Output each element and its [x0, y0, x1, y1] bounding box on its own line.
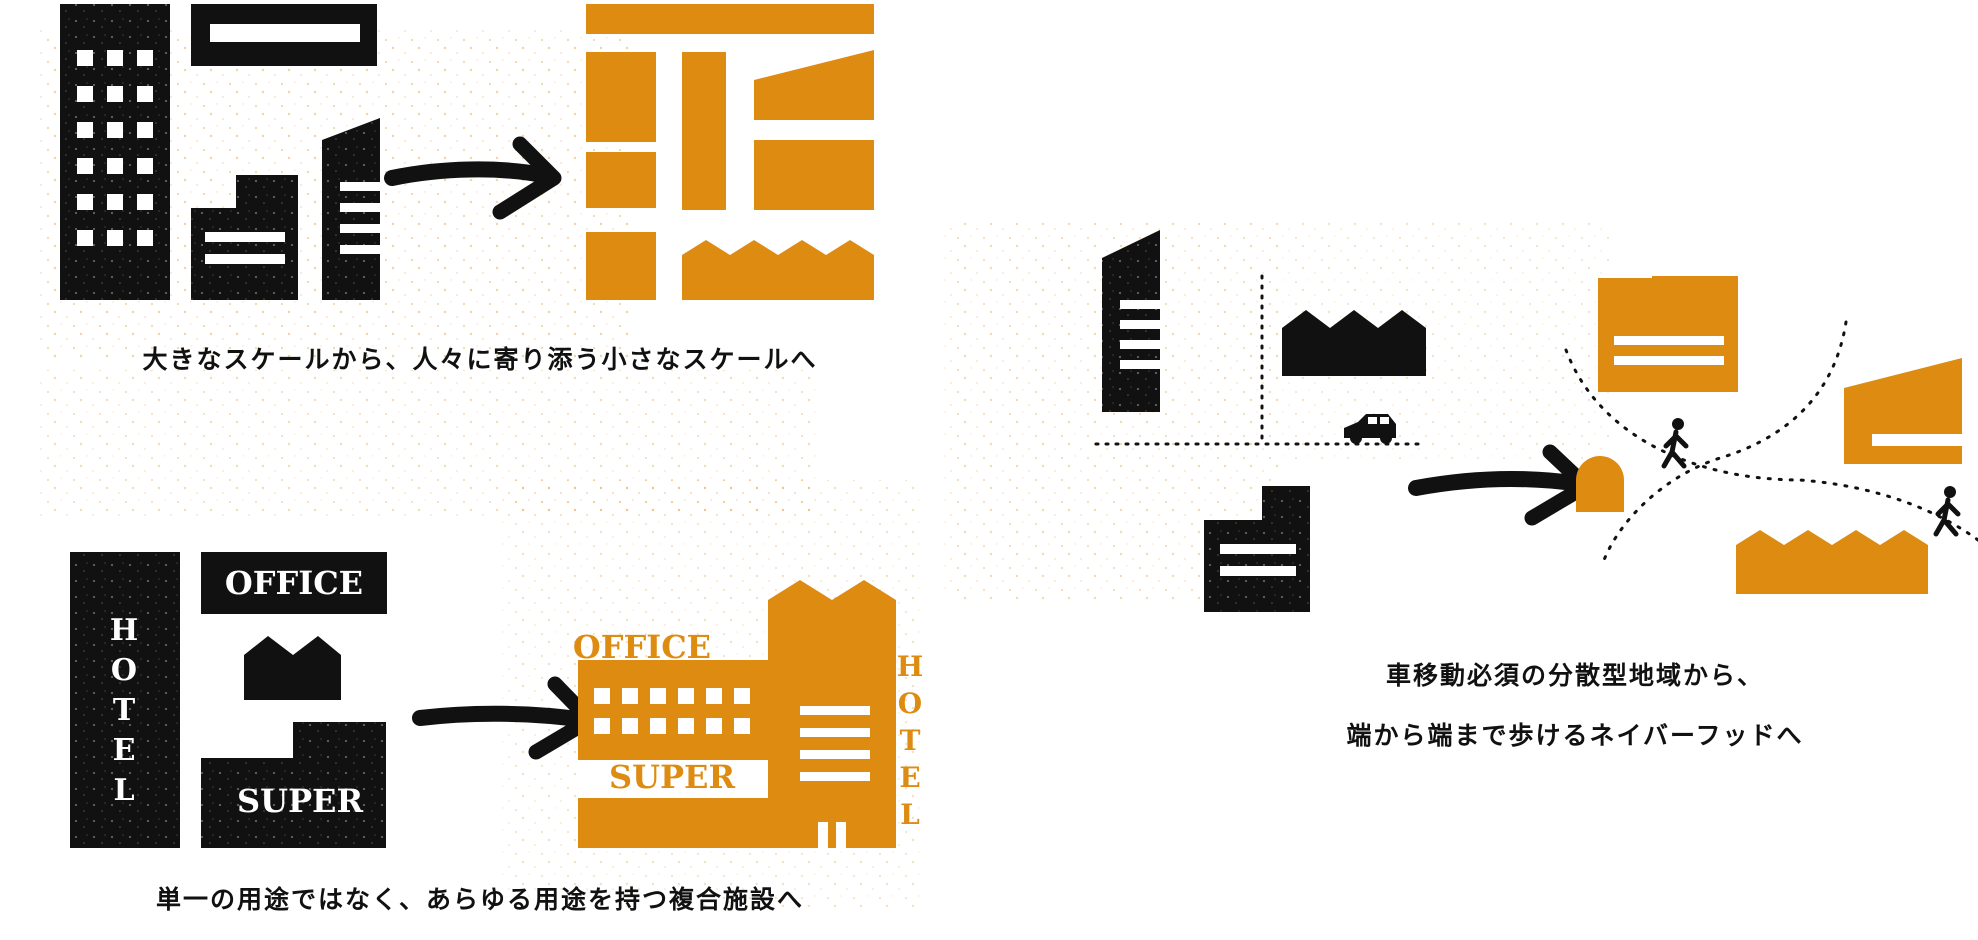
tall-tower — [60, 4, 170, 300]
panel-car-dependent — [1094, 230, 1428, 612]
tower-window — [107, 230, 123, 246]
super-label-black: SUPER — [237, 782, 363, 820]
mixed-use-complex — [578, 580, 896, 848]
caption-mobility-line1: 車移動必須の分散型地域から、 — [1385, 661, 1764, 690]
tower-window — [137, 86, 153, 102]
factory-building — [1282, 310, 1426, 376]
wide-top-block — [191, 4, 377, 66]
tower-window — [137, 122, 153, 138]
tower-window — [137, 230, 153, 246]
tower-window — [77, 50, 93, 66]
car-icon — [1344, 414, 1396, 444]
panel-single-use — [70, 552, 387, 848]
complex-window — [650, 688, 666, 704]
caption-scale: 大きなスケールから、人々に寄り添う小さなスケールへ — [142, 345, 818, 374]
tower-window — [107, 50, 123, 66]
walking-person-icon — [1661, 418, 1689, 469]
panel-walkable — [1564, 276, 1978, 594]
tower-window — [107, 194, 123, 210]
office-label-orange: OFFICE — [573, 628, 711, 666]
complex-window — [622, 688, 638, 704]
stepped-building — [191, 175, 298, 300]
complex-window — [734, 688, 750, 704]
tower-window — [137, 194, 153, 210]
walking-person-icon — [1933, 486, 1961, 537]
road-lines — [1094, 274, 1428, 446]
walking-paths — [1564, 320, 1978, 562]
complex-window — [678, 718, 694, 734]
right-arrow-icon — [384, 136, 562, 220]
complex-window — [594, 688, 610, 704]
panel-large-scale — [60, 4, 380, 300]
panel-small-scale — [586, 4, 874, 300]
tower-window — [137, 50, 153, 66]
slanted-tower — [1102, 230, 1160, 412]
small-house-pair — [244, 636, 341, 700]
caption-mobility-line2: 端から端まで歩けるネイバーフッドへ — [1346, 721, 1804, 750]
stepped-building — [1204, 486, 1310, 612]
super-block — [201, 722, 386, 848]
super-label-orange: SUPER — [609, 758, 735, 796]
tower-window — [107, 122, 123, 138]
slanted-tower — [322, 118, 380, 300]
office-label-black: OFFICE — [225, 564, 363, 602]
tower-window — [137, 158, 153, 174]
complex-window — [706, 718, 722, 734]
tower-window — [107, 158, 123, 174]
tower-window — [77, 122, 93, 138]
tower-window — [77, 158, 93, 174]
complex-window — [622, 718, 638, 734]
tower-window — [107, 86, 123, 102]
tower-window — [77, 86, 93, 102]
tower-window — [77, 230, 93, 246]
right-arrow-icon — [1408, 444, 1594, 526]
complex-window — [706, 688, 722, 704]
complex-window — [650, 718, 666, 734]
office-block — [201, 552, 387, 614]
caption-use: 単一の用途ではなく、あらゆる用途を持つ複合施設へ — [155, 885, 804, 914]
hotel-block — [70, 552, 180, 848]
complex-window — [734, 718, 750, 734]
complex-window — [678, 688, 694, 704]
complex-window — [594, 718, 610, 734]
tower-window — [77, 194, 93, 210]
